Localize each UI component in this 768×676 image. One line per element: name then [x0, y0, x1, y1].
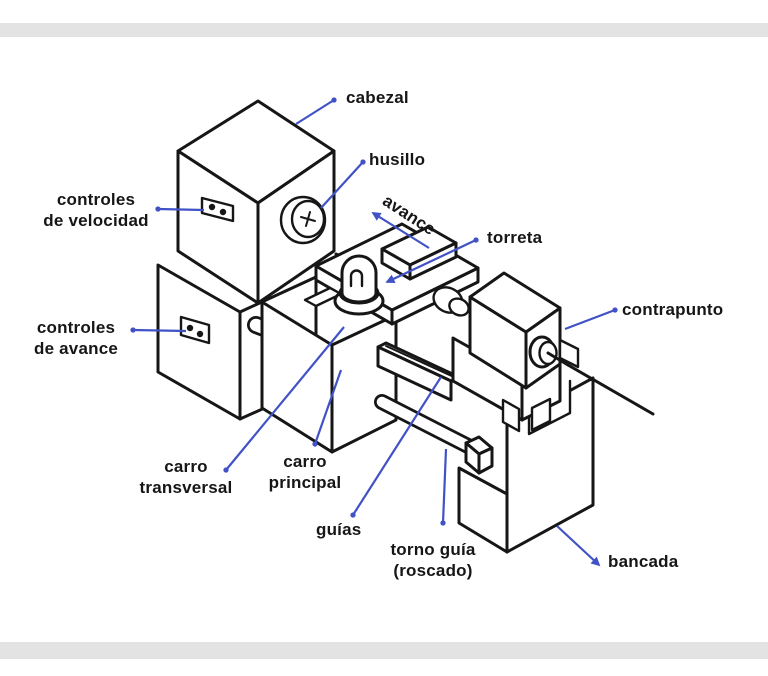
feed-controls-panel: [179, 315, 211, 345]
label-carro-transversal: carro transversal: [140, 456, 233, 498]
label-controles-avance-line1: controles: [36, 318, 116, 337]
label-controles-velocidad: controles de velocidad: [43, 189, 148, 231]
lathe-machine: [156, 99, 655, 554]
leader-husillo: [320, 159, 366, 209]
tailstock-box: [468, 271, 580, 390]
label-torno-guia-line1: torno guía: [390, 540, 476, 559]
label-carro-transversal-line1: carro: [164, 457, 208, 476]
tailstock-handwheel: [528, 335, 655, 416]
label-carro-principal-line2: principal: [268, 473, 342, 492]
speed-controls-panel: [200, 196, 235, 223]
apron-carriage: [260, 300, 398, 454]
leader-controles-avance: [130, 327, 187, 333]
label-guias: guías: [316, 520, 362, 539]
leader-carro-principal: [312, 369, 343, 447]
lead-screw-end-block: [464, 435, 494, 475]
headstock-box: [176, 99, 336, 305]
turret-tool-post: [333, 254, 385, 316]
label-carro-transversal-line2: transversal: [139, 478, 233, 497]
leader-contrapunto: [564, 307, 618, 331]
top-divider-band: [0, 23, 768, 37]
label-controles-avance-line2: de avance: [33, 339, 119, 358]
label-torno-guia-line2: (roscado): [393, 561, 473, 580]
label-controles-velocidad-line2: de velocidad: [43, 211, 149, 230]
leader-torreta: [385, 237, 479, 284]
bottom-divider-band: [0, 642, 768, 659]
label-contrapunto: contrapunto: [622, 300, 724, 319]
leader-torno-guia: [440, 448, 448, 526]
lead-screw-bar: [374, 394, 476, 454]
leader-controles-velocidad: [155, 206, 205, 212]
spindle-face: [279, 195, 327, 245]
leader-carro-transversal: [223, 326, 345, 473]
label-torno-guia: torno guía (roscado): [390, 539, 475, 581]
label-controles-avance: controles de avance: [34, 317, 118, 359]
label-torreta: torreta: [487, 228, 543, 247]
label-controles-velocidad-line1: controles: [56, 190, 136, 209]
leader-guias: [350, 376, 442, 518]
tailstock-crank-line: [566, 363, 655, 416]
label-bancada: bancada: [608, 552, 679, 571]
leader-lines: [130, 97, 618, 567]
tailstock-quill-nose: [432, 286, 470, 317]
leader-cabezal: [295, 97, 337, 125]
label-husillo: husillo: [369, 150, 426, 169]
label-carro-principal-line1: carro: [283, 452, 327, 471]
leader-bancada: [556, 525, 601, 567]
label-cabezal: cabezal: [346, 88, 409, 107]
label-carro-principal: carro principal: [269, 451, 342, 493]
